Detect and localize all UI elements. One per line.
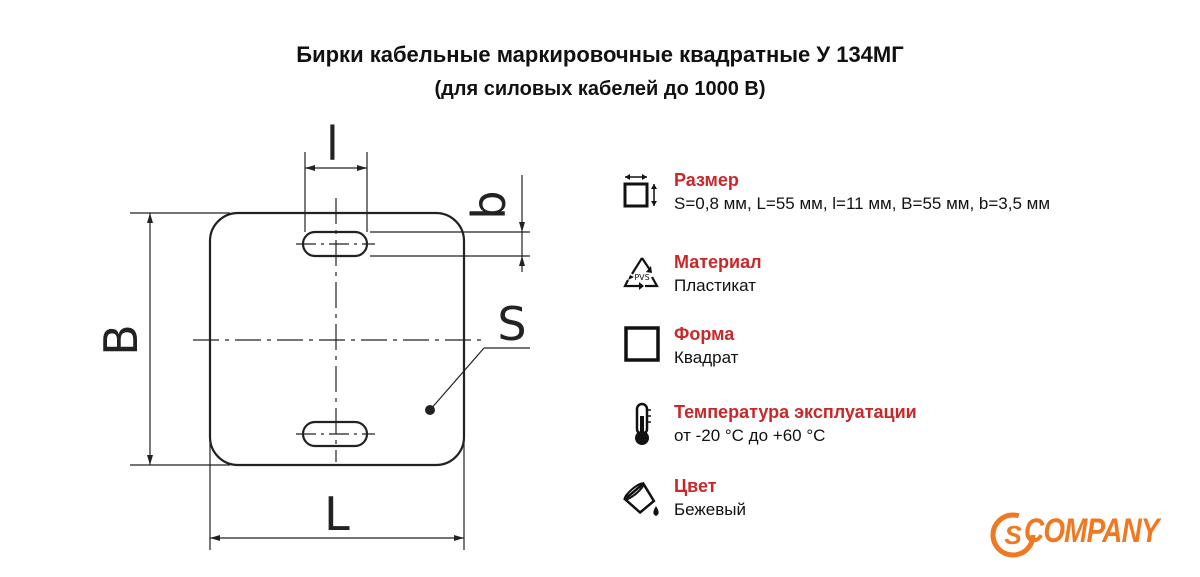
svg-text:S: S — [1004, 520, 1022, 550]
spec-temperature-label: Температура эксплуатации — [674, 402, 917, 422]
spec-size-label: Размер — [674, 170, 739, 190]
technical-drawing: l b B L S — [94, 117, 530, 550]
size-square-icon — [623, 174, 657, 208]
spec-material-label: Материал — [674, 252, 762, 272]
square-icon — [624, 326, 660, 362]
spec-temperature-value: от -20 °C до +60 °C — [674, 426, 826, 445]
page-subtitle: (для силовых кабелей до 1000 В) — [434, 78, 766, 100]
spec-size-value: S=0,8 мм, L=55 мм, l=11 мм, B=55 мм, b=3… — [674, 194, 1051, 213]
dim-label-B: B — [94, 324, 148, 356]
company-logo: S COMPANY — [990, 506, 1190, 566]
paint-bucket-icon — [623, 481, 659, 516]
center-lines — [193, 198, 482, 462]
dim-label-l: l — [326, 117, 339, 171]
dim-label-L: L — [324, 487, 350, 541]
page-title: Бирки кабельные маркировочные квадратные… — [296, 42, 904, 67]
dim-label-S: S — [497, 297, 526, 351]
spec-material: PVS Материал Пластикат — [620, 252, 1180, 302]
tag-outline — [208, 211, 466, 467]
spec-shape-label: Форма — [674, 324, 735, 344]
spec-shape-value: Квадрат — [674, 348, 739, 367]
dim-label-b: b — [462, 190, 516, 219]
spec-color: Цвет Бежевый — [620, 476, 1180, 526]
thermometer-icon — [635, 402, 651, 445]
spec-color-label: Цвет — [674, 476, 717, 496]
logo-mark-icon: S — [990, 512, 1036, 558]
spec-size: Размер S=0,8 мм, L=55 мм, l=11 мм, B=55 … — [620, 170, 1180, 220]
spec-shape: Форма Квадрат — [620, 324, 1180, 374]
logo-text: COMPANY — [1024, 512, 1160, 550]
dimension-lines — [130, 152, 530, 550]
spec-material-value: Пластикат — [674, 276, 757, 295]
spec-temperature: Температура эксплуатации от -20 °C до +6… — [620, 402, 1180, 452]
spec-color-value: Бежевый — [674, 500, 746, 519]
recycle-pvs-icon: PVS — [623, 257, 659, 290]
svg-text:PVS: PVS — [634, 273, 649, 282]
